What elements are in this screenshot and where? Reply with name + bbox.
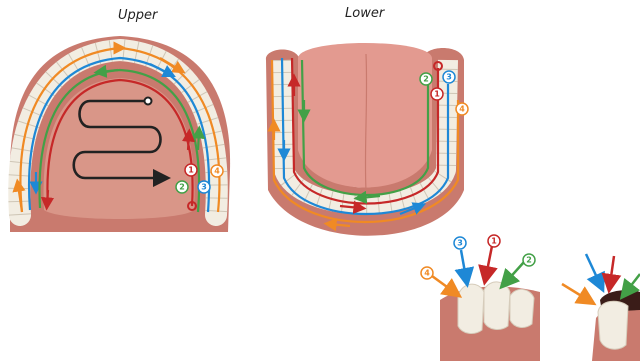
side-arrow-4: [432, 276, 454, 292]
upper-badge-2: 2: [176, 181, 188, 193]
svg-text:1: 1: [434, 90, 440, 99]
side-badge-2: 2: [523, 254, 535, 266]
lower-badge-4: 4: [456, 103, 468, 115]
side-view-teeth: 4 3 1 2: [421, 235, 540, 361]
side-arrow-3: [461, 250, 466, 278]
side-arrow-2: [506, 262, 524, 282]
cross-arrow-1: [610, 256, 614, 284]
side-badge-1: 1: [488, 235, 500, 247]
side-tooth-2: [484, 282, 510, 330]
upper-badge-4: 4: [211, 165, 223, 177]
side-badge-3: 3: [454, 237, 466, 249]
lower-badge-2: 2: [420, 73, 432, 85]
svg-text:3: 3: [201, 183, 207, 192]
svg-text:2: 2: [423, 75, 429, 84]
svg-text:1: 1: [491, 237, 497, 246]
svg-text:2: 2: [526, 256, 532, 265]
side-tooth-1: [458, 284, 484, 333]
svg-text:4: 4: [214, 167, 220, 176]
svg-text:1: 1: [188, 166, 194, 175]
svg-text:3: 3: [457, 239, 463, 248]
side-arrow-1: [486, 246, 492, 276]
upper-jaw: 1 2 3 4: [10, 36, 230, 232]
svg-text:3: 3: [446, 73, 452, 82]
cross-section-view: [562, 254, 640, 361]
cross-arrow-2: [626, 274, 640, 292]
lower-badge-1: 1: [431, 88, 443, 100]
svg-text:2: 2: [179, 183, 185, 192]
side-tooth-3: [510, 289, 534, 327]
svg-text:4: 4: [424, 269, 430, 278]
lower-jaw: 1 2 3 4: [266, 43, 468, 236]
cross-arrow-3: [586, 254, 600, 284]
cross-tooth: [598, 301, 628, 349]
upper-badge-1: 1: [185, 164, 197, 176]
upper-badge-3: 3: [198, 181, 210, 193]
svg-text:4: 4: [459, 105, 465, 114]
cross-arrow-4: [562, 284, 588, 300]
lower-badge-3: 3: [443, 71, 455, 83]
side-badge-4: 4: [421, 267, 433, 279]
